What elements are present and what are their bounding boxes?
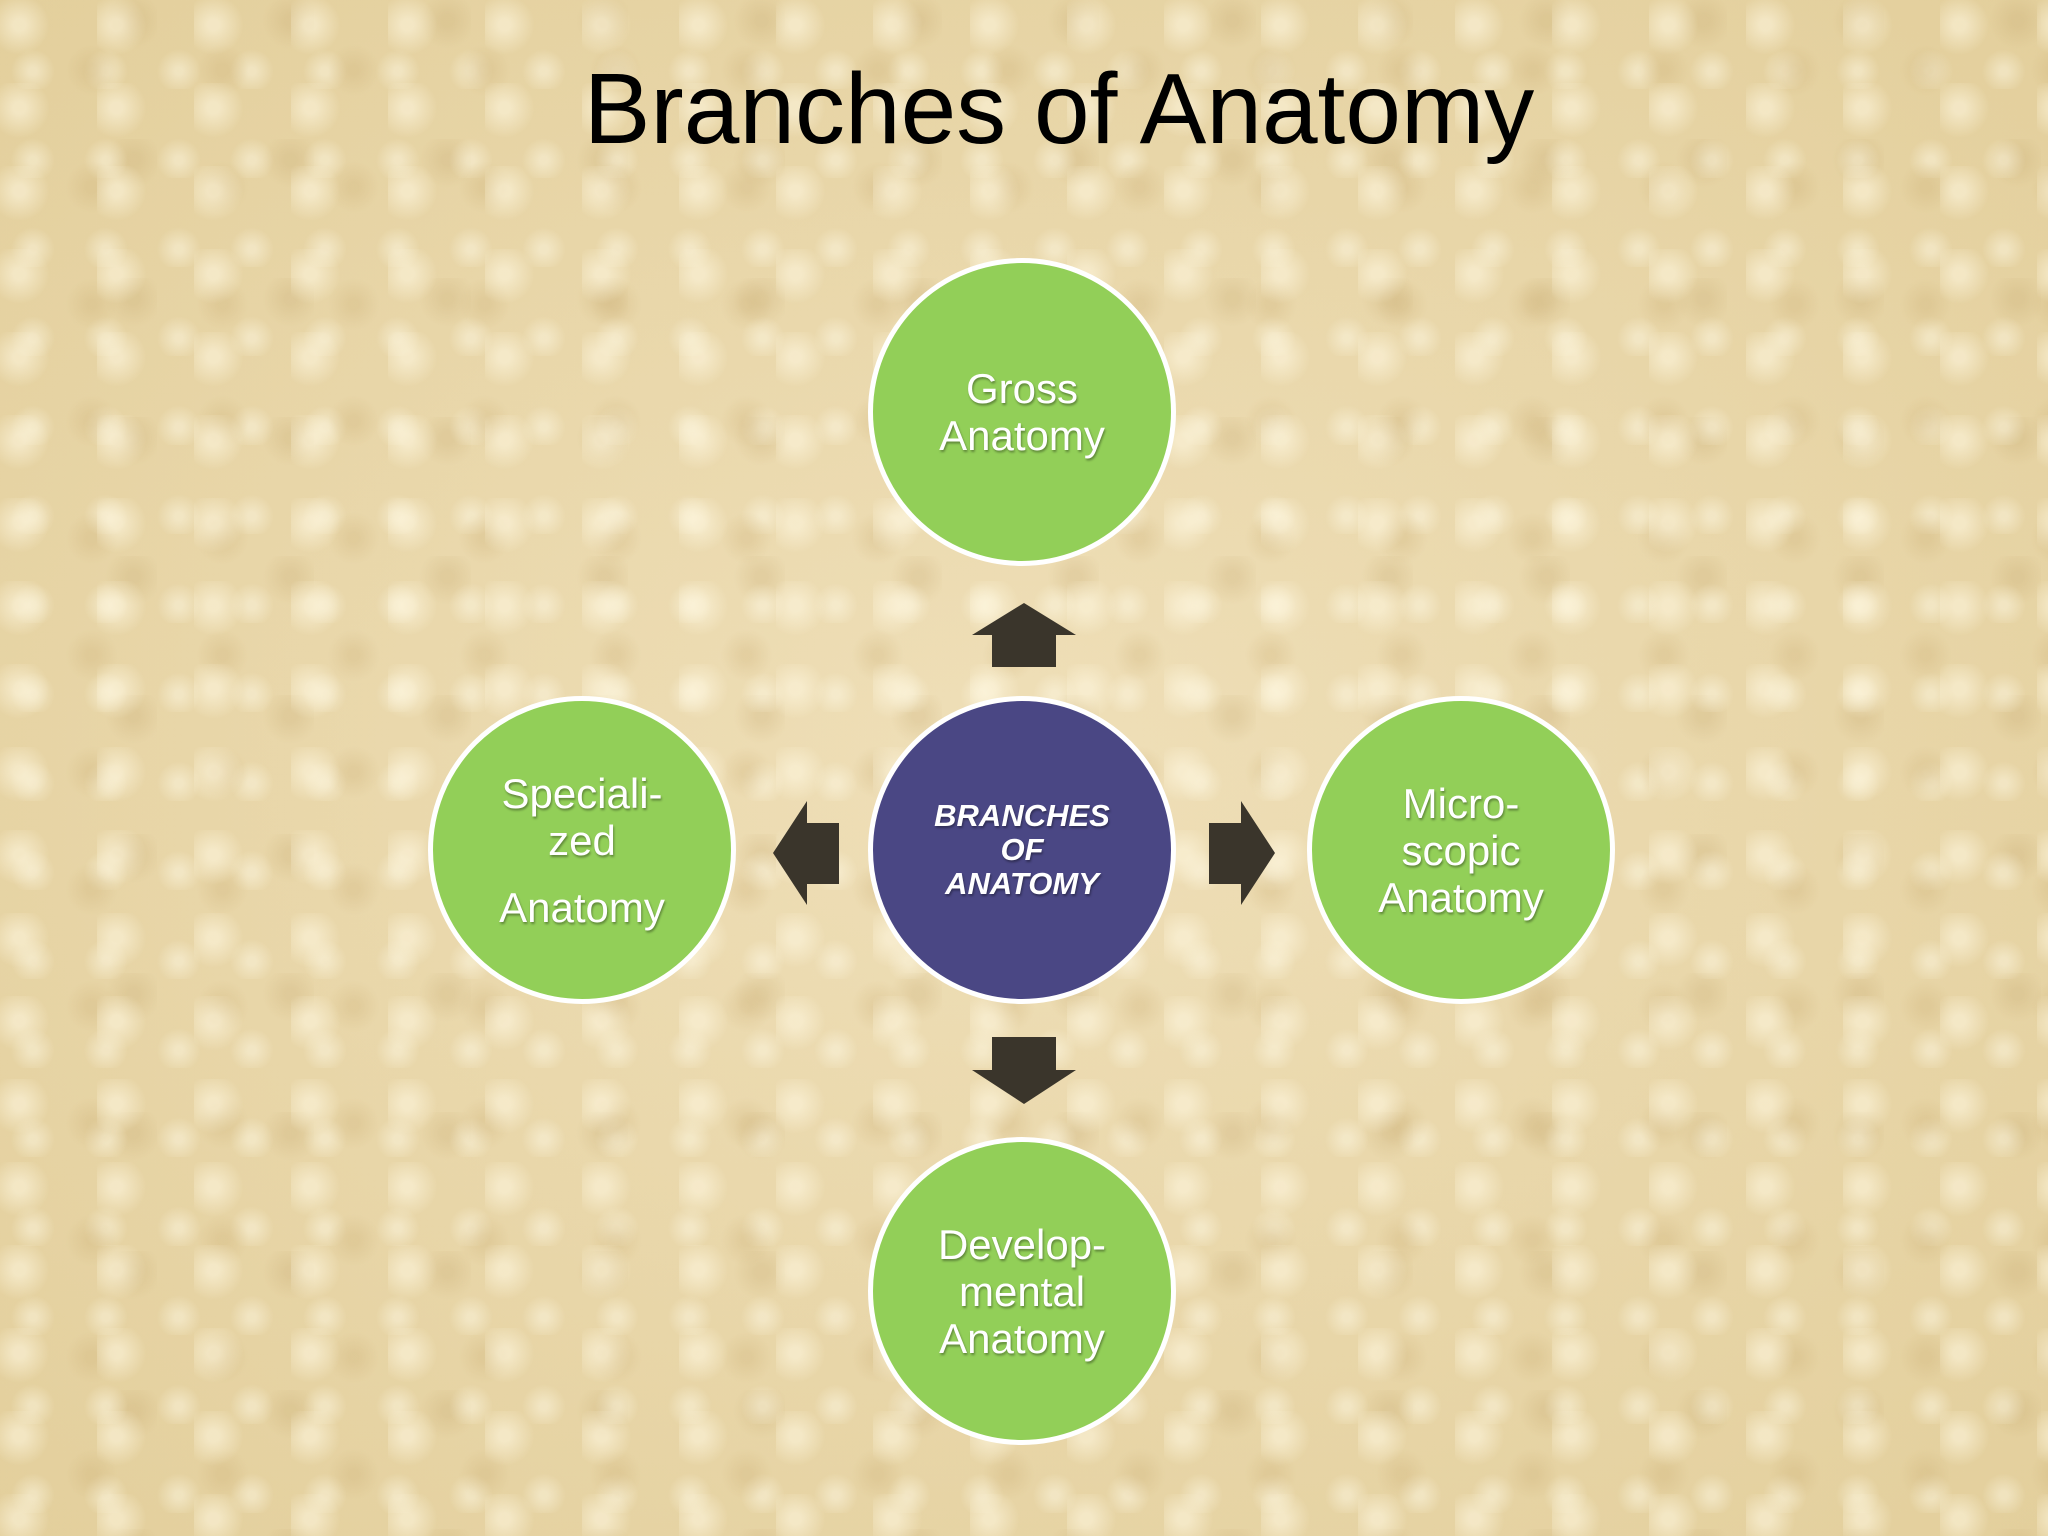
node-label-line: Anatomy [939, 412, 1105, 459]
specialized-anatomy-node: Speciali- zed Anatomy [428, 696, 736, 1004]
slide-title: Branches of Anatomy [583, 53, 1535, 165]
arrow-left-icon [773, 801, 839, 905]
center-label-line: BRANCHES [934, 798, 1110, 833]
node-label-line: Develop- [937, 1220, 1107, 1268]
node-label-line: Anatomy [499, 883, 665, 931]
arrow-up-icon [972, 603, 1076, 667]
center-node: BRANCHES OF ANATOMY [868, 696, 1176, 1004]
microscopic-anatomy-node: Micro- scopic Anatomy [1307, 696, 1615, 1004]
node-label-line: scopic [1401, 826, 1521, 874]
node-label-line: Speciali- [501, 769, 663, 817]
node-label-line: zed [548, 816, 616, 864]
node-label-line: Micro- [1402, 779, 1520, 827]
arrow-right-icon [1209, 801, 1275, 905]
center-label-line: ANATOMY [945, 866, 1099, 901]
gross-anatomy-node: Gross Anatomy [868, 258, 1176, 566]
node-label-line: Gross [965, 365, 1078, 412]
node-label-line: Anatomy [1378, 873, 1544, 921]
developmental-anatomy-node: Develop- mental Anatomy [868, 1137, 1176, 1445]
center-label-line: OF [1000, 832, 1044, 867]
node-label-line: mental [958, 1267, 1086, 1315]
node-label-line: Anatomy [939, 1314, 1105, 1362]
arrow-down-icon [972, 1037, 1076, 1104]
